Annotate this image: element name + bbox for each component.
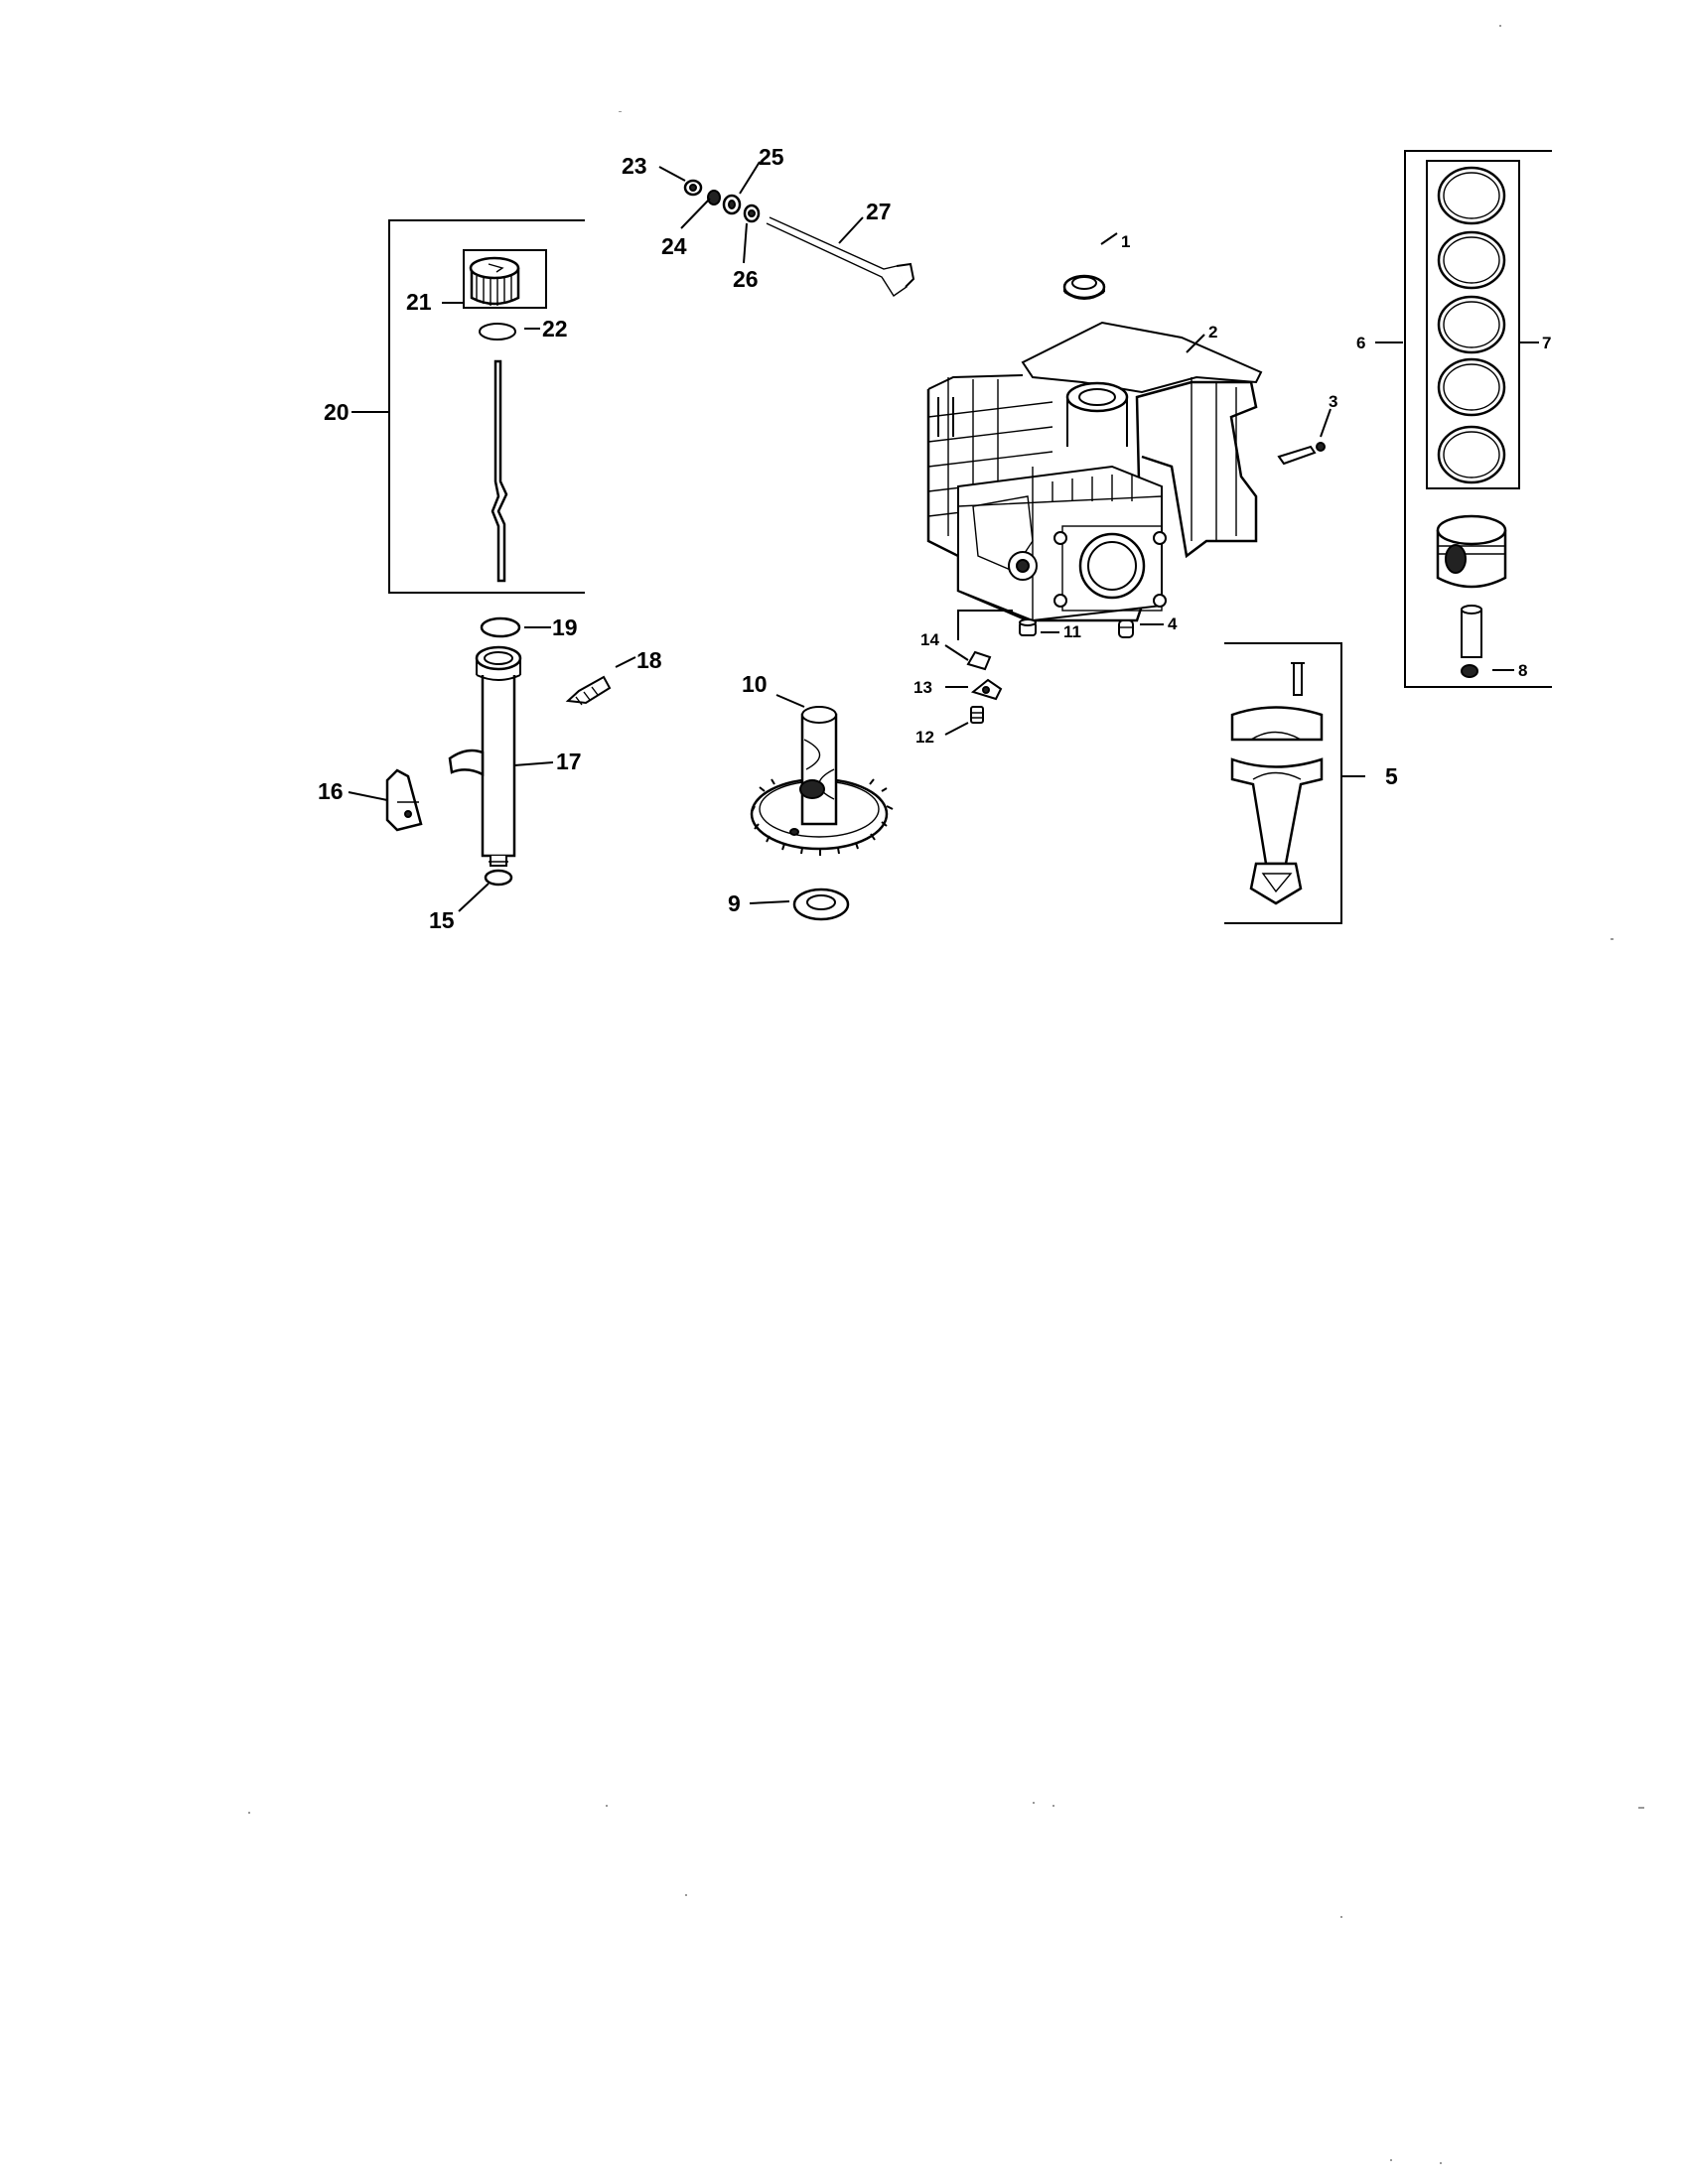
callout-8: 8 <box>1518 661 1527 680</box>
callout-18: 18 <box>636 647 662 673</box>
oil-seal <box>1062 274 1106 300</box>
callout-23: 23 <box>622 153 647 179</box>
connecting-rod-box <box>1224 642 1342 924</box>
callout-9: 9 <box>728 890 741 916</box>
washer-9 <box>792 887 850 921</box>
piston-assembly-box <box>1404 150 1552 688</box>
callout-16: 16 <box>318 778 344 804</box>
o-ring-19 <box>480 616 521 638</box>
camshaft-gear <box>750 706 894 856</box>
callout-2: 2 <box>1208 323 1217 341</box>
callout-3: 3 <box>1329 392 1337 411</box>
callout-25: 25 <box>759 144 784 170</box>
breather-tube <box>1277 442 1326 466</box>
callout-15: 15 <box>429 907 455 933</box>
callout-17: 17 <box>556 749 582 774</box>
plug-11 <box>1019 618 1037 636</box>
callout-24: 24 <box>661 233 687 259</box>
screw-12 <box>970 706 984 724</box>
crankcase <box>926 321 1263 622</box>
callout-1: 1 <box>1121 232 1130 251</box>
fuel-line <box>766 216 915 297</box>
bracket-16 <box>385 768 423 832</box>
callout-19: 19 <box>552 614 578 640</box>
o-ring-15 <box>484 869 513 887</box>
callout-4: 4 <box>1168 614 1178 633</box>
scan-specks <box>248 25 1644 2164</box>
oil-fill-tube <box>448 645 522 867</box>
callout-14: 14 <box>920 630 939 649</box>
callout-27: 27 <box>866 199 892 224</box>
callout-22: 22 <box>542 316 568 341</box>
clip-13 <box>970 678 1003 701</box>
callout-21: 21 <box>406 289 432 315</box>
callout-20: 20 <box>324 399 350 425</box>
leader-lines <box>348 161 1539 912</box>
callouts: 23 25 24 26 27 1 2 3 6 7 8 5 4 11 14 13 … <box>318 144 1551 933</box>
dipstick-box <box>388 219 585 594</box>
bracket-14 <box>966 650 992 671</box>
callout-6: 6 <box>1356 334 1365 352</box>
fitting-18 <box>565 675 612 706</box>
plug-4 <box>1118 619 1134 638</box>
callout-5: 5 <box>1385 763 1398 789</box>
callout-13: 13 <box>913 678 932 697</box>
callout-7: 7 <box>1542 334 1551 352</box>
callout-26: 26 <box>733 266 759 292</box>
callout-10: 10 <box>742 671 768 697</box>
callout-12: 12 <box>915 728 934 747</box>
washer-stack <box>683 179 761 223</box>
callout-11: 11 <box>1063 622 1081 641</box>
